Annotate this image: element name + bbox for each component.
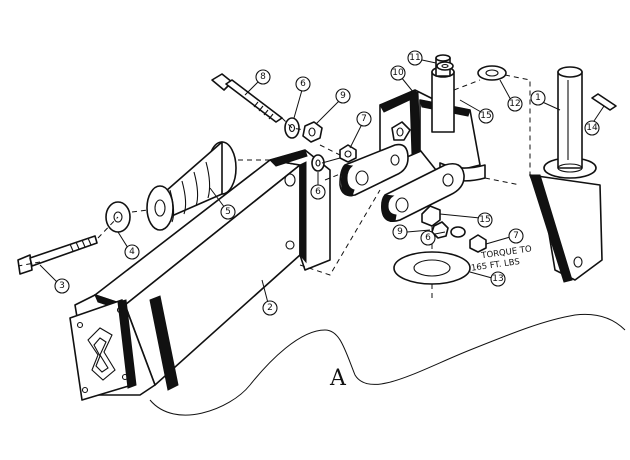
svg-text:6: 6 [300, 79, 306, 89]
callout-6-lower: 6 [420, 230, 436, 246]
nut-9-upper [302, 121, 323, 143]
callout-8: 8 [255, 69, 271, 85]
callout-2: 2 [262, 300, 278, 316]
svg-text:14: 14 [586, 123, 598, 133]
callout-6-middle: 6 [310, 184, 326, 200]
callout-9-lower: 9 [392, 224, 408, 240]
callout-9-upper: 9 [335, 88, 351, 104]
nut-7-upper [339, 144, 357, 163]
svg-text:4: 4 [129, 247, 135, 257]
callout-10: 10 [390, 65, 406, 81]
callout-14: 14 [584, 120, 600, 136]
kingpin-mount [529, 66, 603, 283]
callout-3: 3 [54, 278, 70, 294]
rubber-bushing [146, 141, 237, 231]
svg-text:9: 9 [340, 91, 346, 101]
svg-text:165 FT. LBS: 165 FT. LBS [470, 257, 520, 274]
washer-6-upper [284, 117, 300, 139]
link-plate-left [339, 143, 409, 197]
callout-15-upper: 15 [478, 108, 494, 124]
washer-6-lower [450, 226, 466, 238]
callout-4: 4 [124, 244, 140, 260]
svg-text:6: 6 [315, 187, 321, 197]
callout-5: 5 [220, 204, 236, 220]
nut-12 [477, 65, 507, 81]
svg-text:7: 7 [361, 114, 367, 124]
svg-text:3: 3 [59, 281, 65, 291]
callout-6-upper: 6 [295, 76, 311, 92]
svg-text:10: 10 [392, 68, 404, 78]
svg-text:7: 7 [513, 231, 519, 241]
callout-7-upper: 7 [356, 111, 372, 127]
svg-text:1: 1 [535, 93, 541, 103]
svg-text:9: 9 [397, 227, 403, 237]
washer-13 [393, 251, 471, 285]
svg-text:6: 6 [425, 233, 431, 243]
section-break-line [149, 313, 626, 416]
cap-11 [436, 61, 454, 71]
link-plate-right [381, 162, 465, 223]
svg-text:8: 8 [260, 72, 266, 82]
svg-text:2: 2 [267, 303, 273, 313]
pin-14 [591, 93, 617, 111]
bolt-8 [211, 73, 283, 123]
bolt-3 [17, 235, 98, 275]
svg-text:11: 11 [409, 53, 420, 63]
callout-7-lower: 7 [508, 228, 524, 244]
main-tube [69, 149, 331, 401]
callout-15-lower: 15 [477, 212, 493, 228]
svg-text:15: 15 [480, 111, 491, 121]
callout-1: 1 [530, 90, 546, 106]
nut-7-lower [469, 234, 487, 253]
section-label: A [329, 366, 347, 391]
svg-text:13: 13 [492, 274, 503, 284]
spacer-15-lower [421, 205, 441, 227]
svg-text:15: 15 [479, 215, 490, 225]
svg-text:5: 5 [225, 207, 231, 217]
callout-12: 12 [507, 96, 523, 112]
washer-6-middle [311, 154, 325, 172]
callout-11: 11 [407, 50, 423, 66]
callout-13: 13 [490, 271, 506, 287]
svg-text:12: 12 [509, 99, 520, 109]
